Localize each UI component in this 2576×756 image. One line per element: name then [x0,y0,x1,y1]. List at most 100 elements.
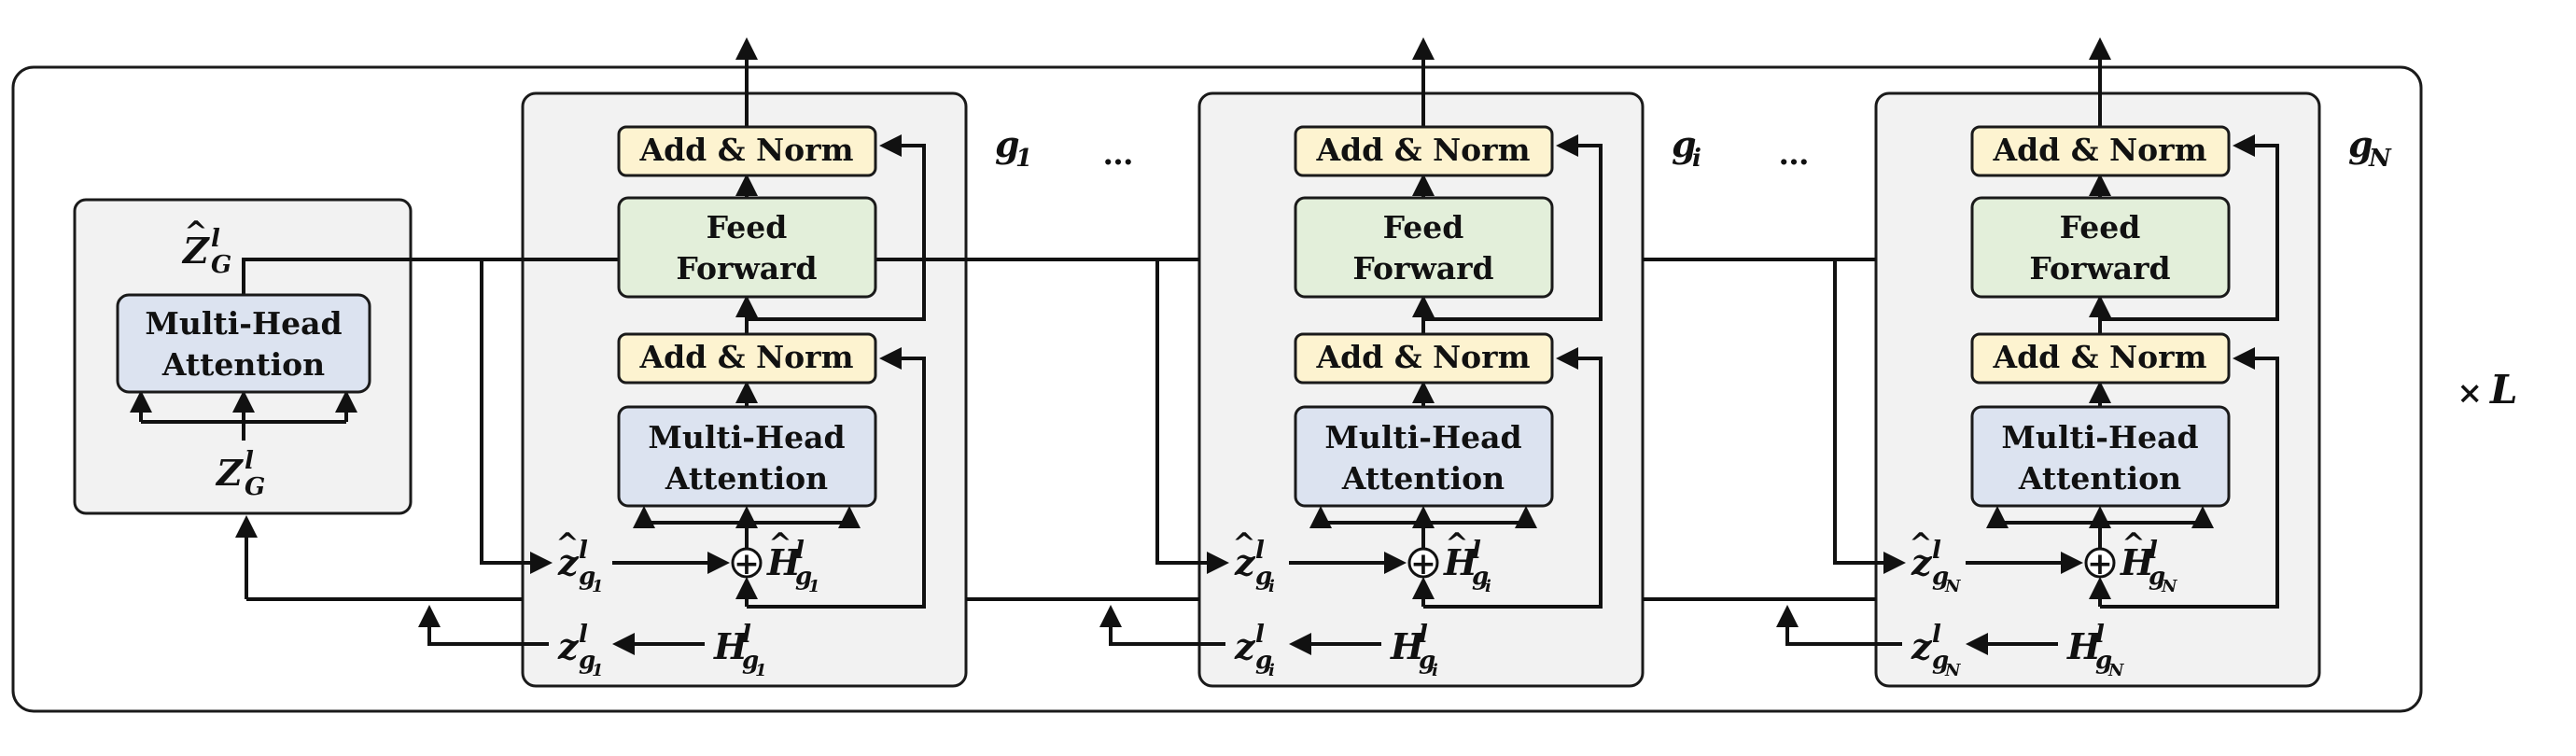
group-label-main: g [995,123,1020,165]
add-norm-top [617,125,877,177]
global-input-label-sup: l [245,447,254,475]
add-norm-top [1970,125,2231,177]
add-norm-bottom [617,332,877,385]
z-label-sub: g [1255,647,1272,675]
z-label-subsub: i [1268,661,1275,680]
h-label-sup: l [742,621,751,649]
z-hat-label: z^lgi [1232,527,1275,596]
group-attention-module [617,405,877,508]
bottom-tap-arrow [1099,605,1225,646]
connectors-layer [130,37,2279,655]
feed-forward-label: Forward [676,250,817,287]
h-label-main: H [713,625,749,667]
residual-bottom-arrow [2100,347,2279,609]
global-input-label-main: Z [215,452,244,494]
feed-forward-label: Feed [2060,209,2141,245]
z-hat-label-sub: g [1932,563,1949,591]
h-label-main: H [1390,625,1425,667]
add-norm-bottom [1294,332,1554,385]
z-hat-label: z^lgN [1909,527,1962,596]
z-label-sub: g [579,647,595,675]
global-output-line [242,258,1195,295]
residual-top-arrow [747,134,926,321]
ellipsis-2: … [1779,135,1810,172]
group-label: gi [1672,123,1701,173]
sum-node [1407,547,1439,579]
h-hat-label-sup: l [795,537,805,565]
group-attention-module [1294,405,1554,508]
z-hat-label-hat: ^ [1232,527,1255,560]
h-hat-label-subsub: i [1485,577,1491,596]
add-norm-top-label: Add & Norm [638,132,853,168]
h-hat-label-sub: g [795,563,812,591]
global-output-label-hat: ^ [184,216,207,248]
group-attention-label: Attention [2018,460,2181,497]
z-hat-label-sub: g [579,563,595,591]
z-label-sub: g [1932,647,1949,675]
h-hat-label: H^lgi [1443,527,1491,596]
repeat-var: L [2489,367,2518,413]
group-panel-2 [1197,91,1645,688]
group-panel-1 [521,91,968,688]
feed-forward-label: Forward [2029,250,2170,287]
feed-forward-label: Feed [1383,209,1464,245]
h-label-main: H [2066,625,2102,667]
z-label-sup: l [1255,621,1265,649]
z-label-sup: l [1932,621,1941,649]
global-input-label-sub: G [245,473,265,501]
modules-layer [116,125,2231,579]
z-label-subsub: N [1944,661,1962,680]
repeat-times: × [2457,374,2483,411]
group-label-main: g [2348,123,2373,165]
z-label-main: z [1911,625,1933,667]
group-label-sub: i [1692,145,1701,173]
group-label: gN [2348,123,2392,173]
h-hat-label: H^lgN [2120,527,2178,596]
z-hat-label-hat: ^ [1909,527,1932,560]
z-hat-label-sup: l [1255,537,1265,565]
h-hat-label-subsub: 1 [808,577,820,596]
add-norm-bottom-label: Add & Norm [1315,339,1530,375]
top-tap-arrow [1833,259,1906,574]
group-attention-label: Multi-Head [1324,419,1521,455]
z-hat-label-sup: l [579,537,588,565]
h-hat-label-main: H [1443,541,1478,583]
add-norm-top [1294,125,1554,177]
global-attention-module [116,293,371,394]
feed-forward-label: Feed [707,209,788,245]
top-tap-arrow [480,259,553,574]
h-hat-label-main: H [766,541,802,583]
h-label-sub: g [2095,647,2112,675]
z-label-subsub: 1 [592,661,604,680]
z-hat-label-hat: ^ [555,527,579,560]
feed-forward-module [1294,196,1554,299]
sum-node [731,547,763,579]
z-hat-label-subsub: N [1944,577,1962,596]
global-output-label: Z^lG [181,216,231,279]
h-hat-label-main: H [2120,541,2155,583]
residual-top-arrow [2100,134,2279,321]
feed-forward-module [1970,196,2231,299]
add-norm-bottom [1970,332,2231,385]
sum-symbol: + [2087,545,2113,581]
group-attention-module [1970,405,2231,508]
ellipsis-1: … [1103,135,1134,172]
h-hat-label-hat: ^ [2121,527,2145,560]
top-tap-arrow [1155,259,1229,574]
residual-bottom-arrow [1423,347,1603,609]
group-attention-label: Multi-Head [2001,419,2198,455]
h-hat-label-sup: l [1472,537,1481,565]
z-label-sup: l [579,621,588,649]
h-hat-label: H^lg1 [766,527,820,596]
z-hat-label: z^lg1 [555,527,603,596]
global-attention-label: Multi-Head [145,305,342,342]
h-label-subsub: N [2107,661,2125,680]
